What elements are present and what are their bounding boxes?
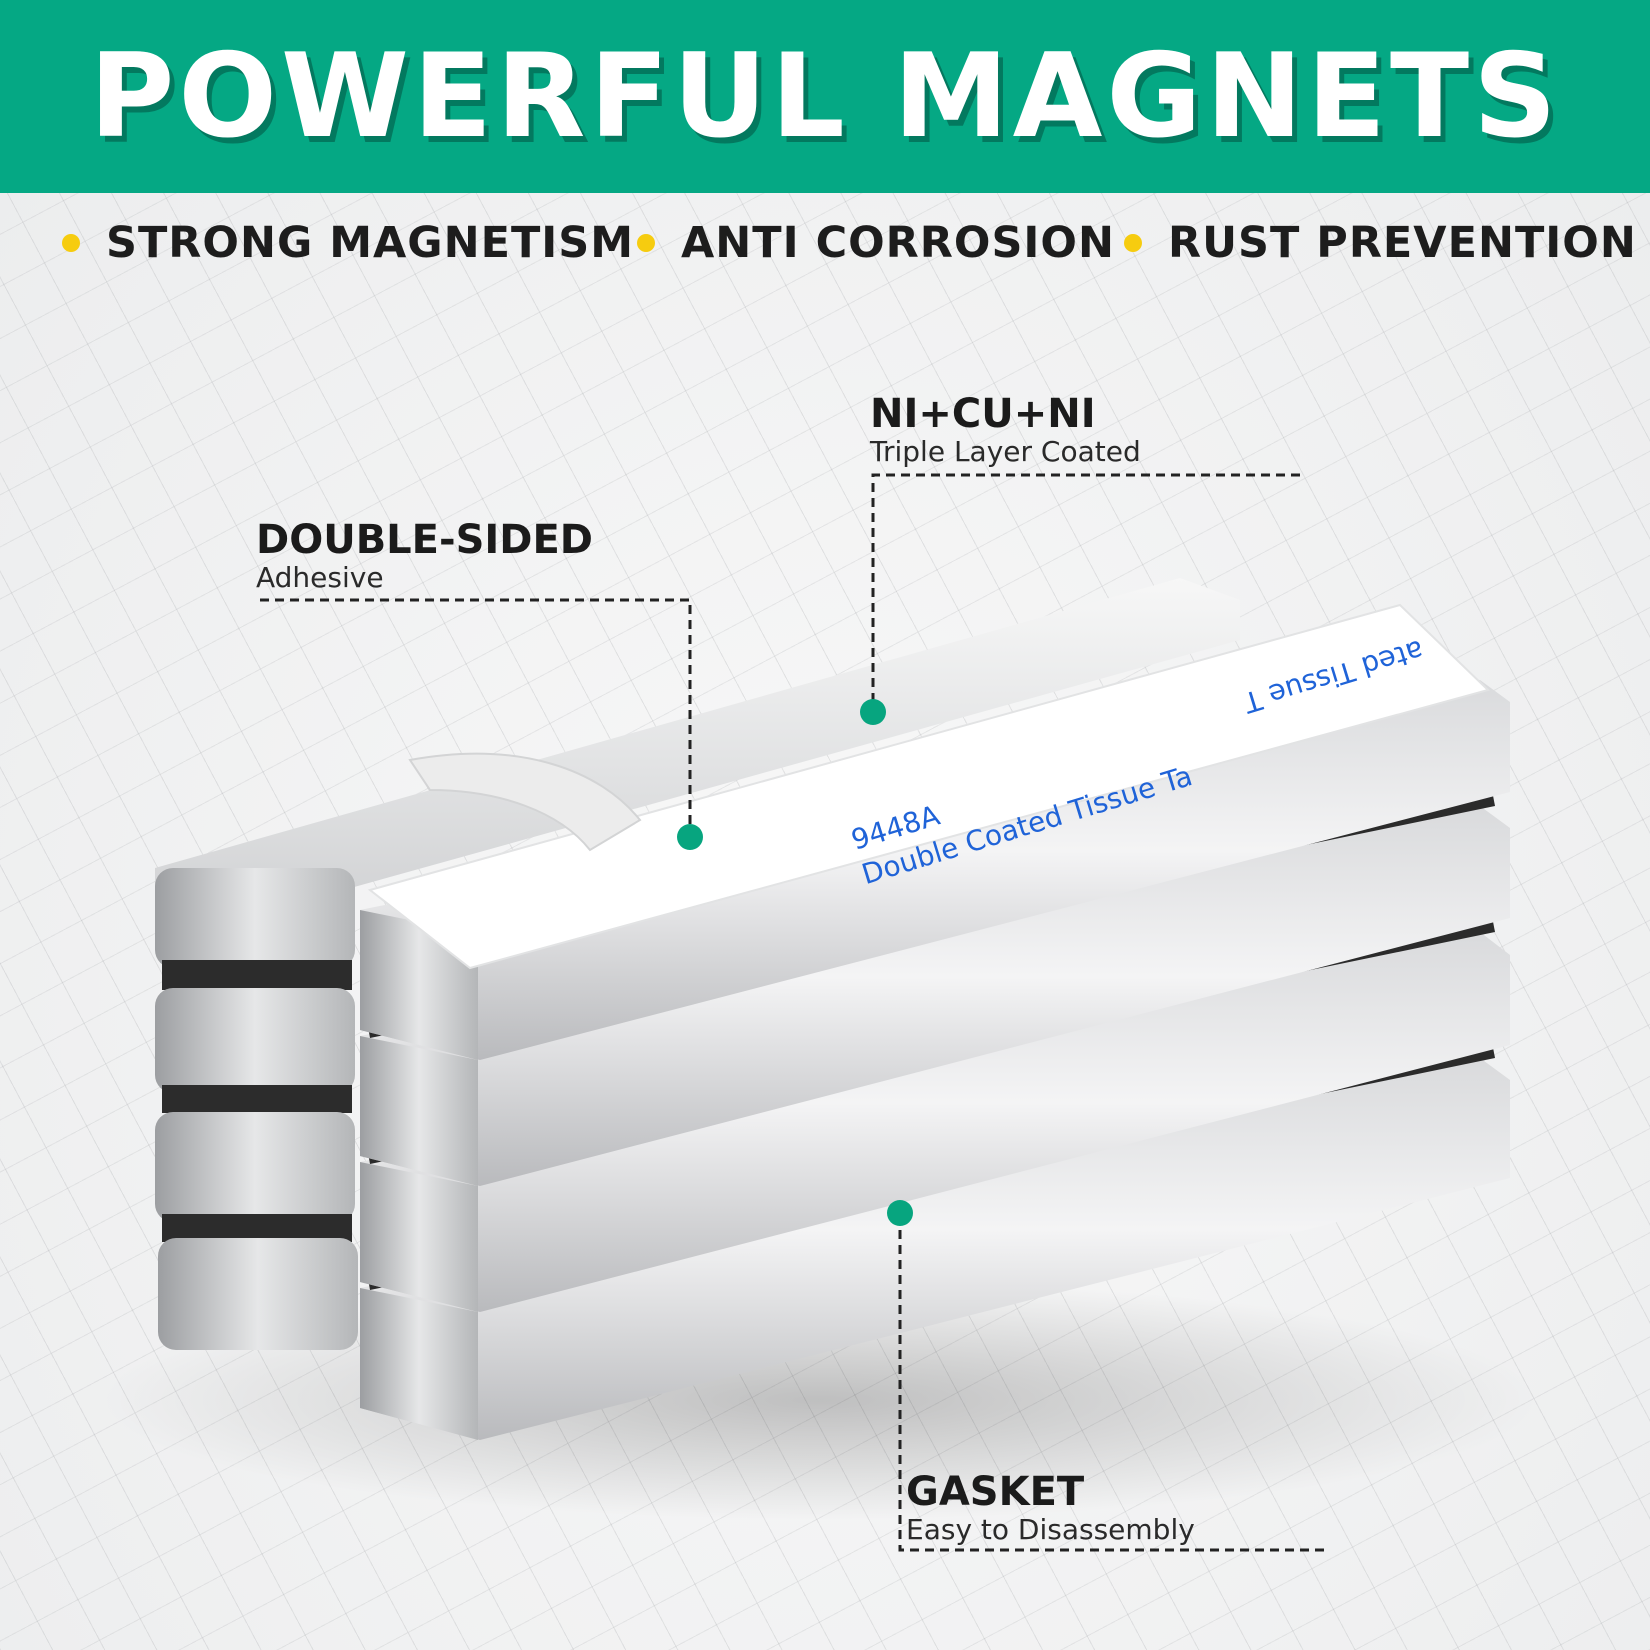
callout-adhesive: DOUBLE-SIDED Adhesive — [256, 518, 593, 594]
callout-title: NI+CU+NI — [870, 391, 1096, 437]
magnet-bar — [360, 932, 1510, 1312]
callout-subtitle: Triple Layer Coated — [870, 435, 1141, 468]
magnet-end-face — [158, 1238, 358, 1350]
coating-leader-line — [871, 473, 1300, 710]
callout-title: GASKET — [906, 1469, 1085, 1515]
gasket-marker-dot — [887, 1200, 913, 1226]
feature-label: RUST PREVENTION — [1168, 218, 1637, 268]
adhesive-tape — [367, 603, 1490, 970]
tape-peel-corner — [408, 752, 642, 852]
title-banner: POWERFUL MAGNETS — [0, 0, 1650, 193]
callout-gasket: GASKET Easy to Disassembly — [906, 1470, 1195, 1546]
feature-item-strong-magnetism: STRONG MAGNETISM — [62, 208, 634, 278]
page-title: POWERFUL MAGNETS — [89, 29, 1561, 164]
callout-title: DOUBLE-SIDED — [256, 517, 594, 563]
magnet-bar — [360, 806, 1510, 1186]
gasket-layer — [162, 1214, 352, 1242]
bullet-icon — [1124, 234, 1142, 252]
callout-leaders — [260, 473, 1330, 1552]
magnet-bar — [360, 680, 1510, 1060]
magnet-bar — [155, 578, 1240, 930]
callout-subtitle: Easy to Disassembly — [906, 1513, 1195, 1546]
magnet-stack-back — [155, 578, 1240, 1350]
feature-label: STRONG MAGNETISM — [106, 218, 635, 268]
coating-marker-dot — [860, 699, 886, 725]
adhesive-marker-dot — [677, 824, 703, 850]
magnet-end-face — [155, 988, 355, 1093]
callout-coating: NI+CU+NI Triple Layer Coated — [870, 392, 1141, 468]
bullet-icon — [637, 234, 655, 252]
feature-item-rust-prevention: RUST PREVENTION — [1124, 208, 1637, 278]
gasket-layer — [162, 1085, 352, 1113]
bullet-icon — [62, 234, 80, 252]
feature-list: STRONG MAGNETISM ANTI CORROSION RUST PRE… — [0, 208, 1650, 278]
adhesive-leader-line — [260, 598, 692, 835]
magnet-end-face — [360, 1162, 478, 1312]
magnet-end-face — [360, 1288, 478, 1440]
gasket-leader-line — [898, 1215, 1330, 1552]
feature-label: ANTI CORROSION — [681, 218, 1115, 268]
magnet-bar — [360, 1058, 1510, 1440]
gasket-layer — [162, 960, 352, 990]
magnet-stack-front: 9448A Double Coated Tissue Ta ated Tissu… — [360, 603, 1510, 1440]
magnet-end-face — [155, 868, 355, 968]
feature-item-anti-corrosion: ANTI CORROSION — [637, 208, 1115, 278]
callout-subtitle: Adhesive — [256, 561, 384, 594]
magnet-end-face — [155, 1112, 355, 1222]
magnet-end-face — [360, 1036, 478, 1186]
